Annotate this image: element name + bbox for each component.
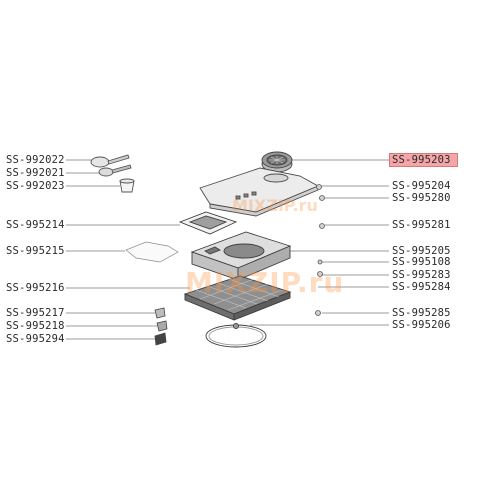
measuring-cup-part [119, 178, 135, 193]
part-code-label: SS-995218 [6, 320, 65, 332]
bottom-ring-part [205, 323, 267, 348]
part-code-label: SS-995284 [392, 281, 451, 293]
clip-parts [154, 307, 168, 346]
part-code-label: SS-995205 [392, 245, 451, 257]
part-code-label: SS-995206 [392, 319, 451, 331]
film-part [125, 241, 179, 263]
steam-valve-part [261, 151, 293, 173]
part-code-label: SS-992022 [6, 154, 65, 166]
part-code-label: SS-995217 [6, 307, 65, 319]
screw-parts [315, 184, 325, 316]
part-code-label: SS-995280 [392, 192, 451, 204]
part-code-label: SS-995216 [6, 282, 65, 294]
part-code-label: SS-995294 [6, 333, 65, 345]
part-code-label: SS-995283 [392, 269, 451, 281]
part-code-label: SS-995215 [6, 245, 65, 257]
highlighted-part-code-label[interactable]: SS-995203 [389, 153, 458, 167]
part-code-label: SS-995214 [6, 219, 65, 231]
part-code-label: SS-995285 [392, 307, 451, 319]
part-code-label: SS-992023 [6, 180, 65, 192]
part-code-label: SS-995281 [392, 219, 451, 231]
control-panel-part [178, 211, 238, 235]
part-code-label: SS-992021 [6, 167, 65, 179]
part-code-label: SS-995108 [392, 256, 451, 268]
part-code-label: SS-995204 [392, 180, 451, 192]
spoons-part [90, 154, 132, 177]
watermark-logo: MIXZIP.ru [185, 266, 345, 299]
watermark-logo: MIXZIP.ru [232, 196, 318, 215]
base-plate-part [183, 275, 292, 321]
